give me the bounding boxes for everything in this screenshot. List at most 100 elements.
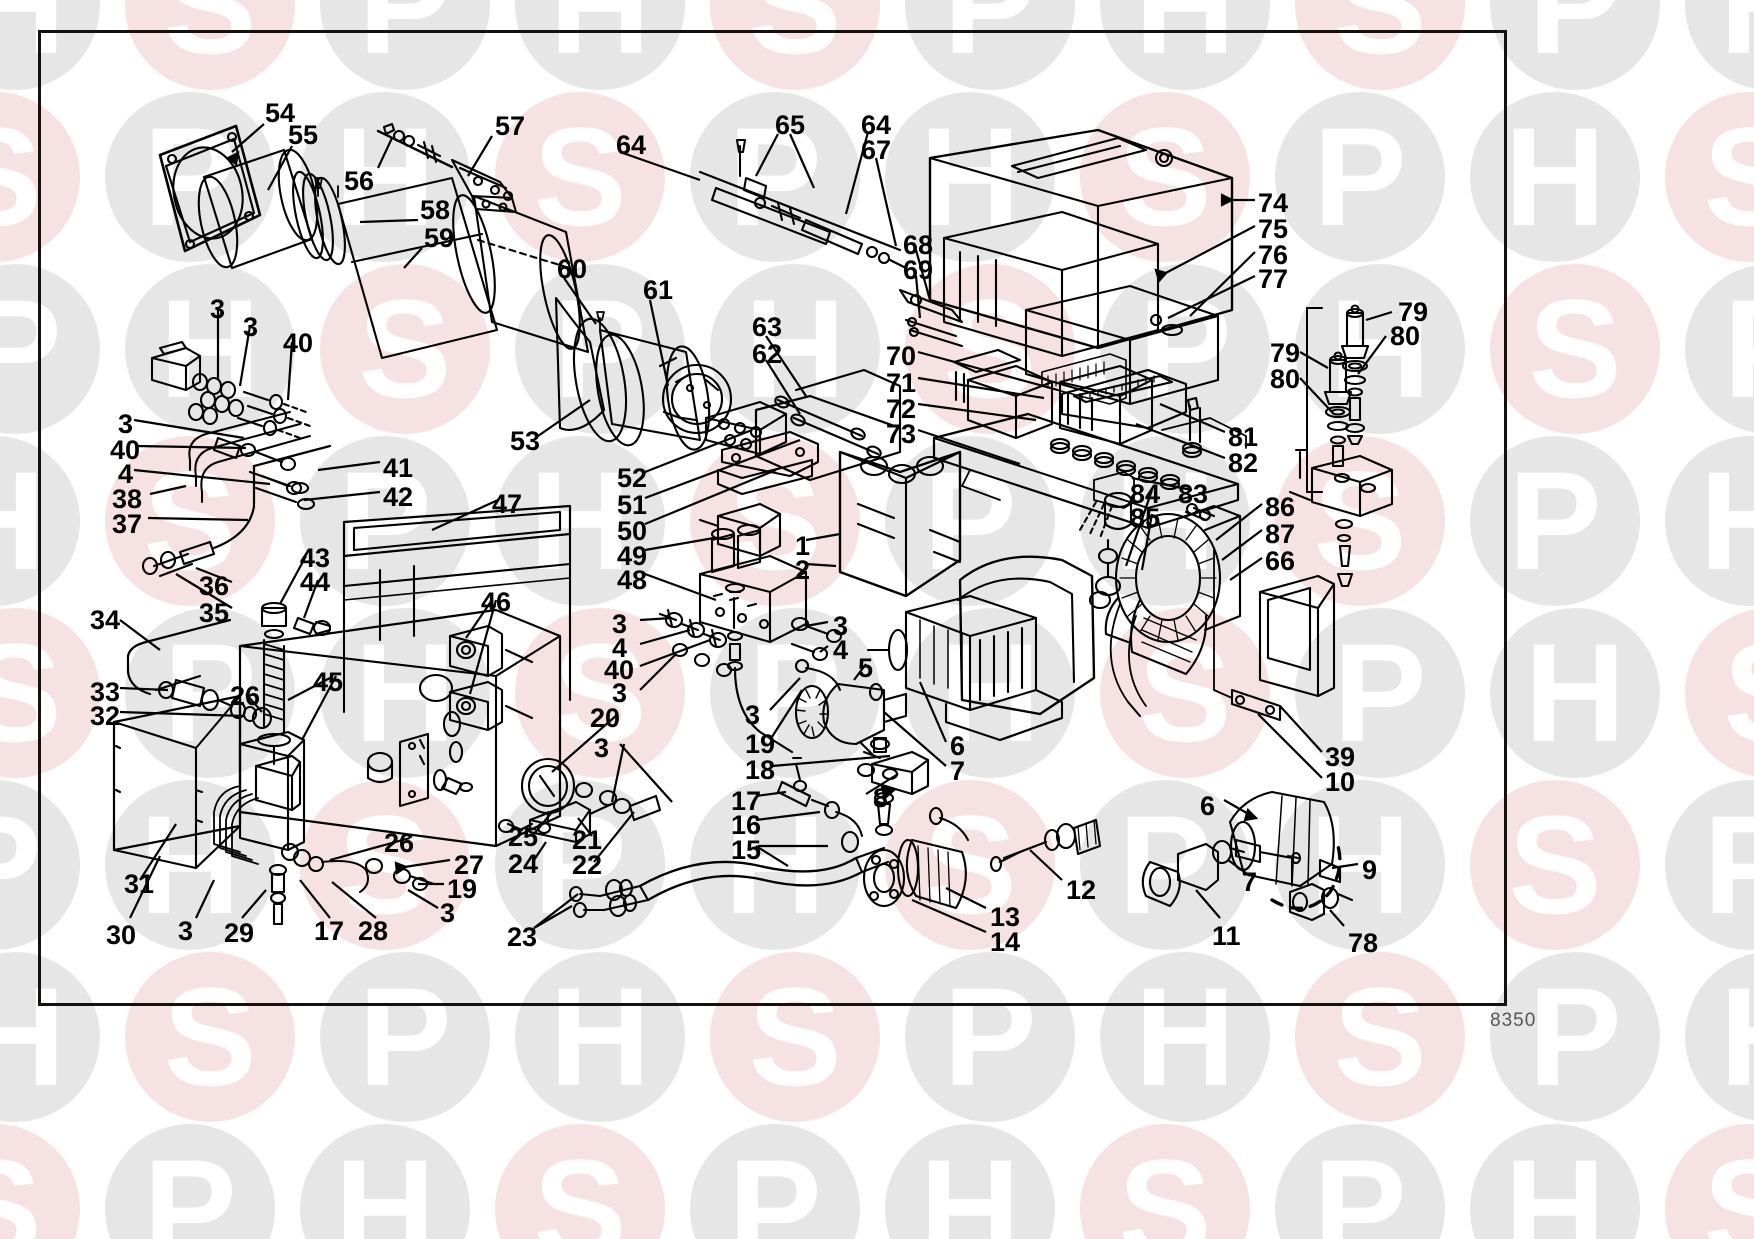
callout-label-31: 31 (124, 869, 155, 899)
callout-label-47: 47 (492, 489, 523, 519)
watermark-letter-s: S (0, 1124, 80, 1239)
callout-label-74: 74 (1258, 188, 1289, 218)
callout-label-9: 9 (1362, 855, 1378, 885)
watermark-letter-h: H (1685, 952, 1754, 1122)
callout-label-42: 42 (383, 482, 414, 512)
callout-label-32: 32 (90, 701, 121, 731)
callout-label-73: 73 (886, 419, 917, 449)
callout-label-3: 3 (745, 700, 761, 730)
callout-label-19: 19 (745, 729, 776, 759)
callout-label-35: 35 (199, 598, 230, 628)
callout-label-37: 37 (112, 509, 143, 539)
callout-label-20: 20 (590, 703, 621, 733)
callout-label-18: 18 (745, 755, 776, 785)
callout-label-52: 52 (617, 463, 648, 493)
callout-label-53: 53 (510, 426, 541, 456)
callout-label-5: 5 (858, 653, 874, 683)
callout-label-25: 25 (508, 822, 539, 852)
callout-label-58: 58 (420, 195, 451, 225)
callout-label-26: 26 (384, 828, 415, 858)
callout-label-45: 45 (313, 667, 344, 697)
callout-label-36: 36 (199, 571, 230, 601)
watermark-letter-h: H (1470, 1124, 1640, 1239)
watermark-letter-p: P (690, 1124, 860, 1239)
callout-label-69: 69 (903, 255, 934, 285)
callout-label-60: 60 (557, 254, 588, 284)
callout-label-48: 48 (617, 565, 648, 595)
watermark-letter-s: S (1685, 608, 1754, 778)
callout-label-2: 2 (795, 555, 811, 585)
callout-label-44: 44 (300, 567, 331, 597)
callout-label-7: 7 (1242, 867, 1258, 897)
callout-label-83: 83 (1178, 479, 1209, 509)
watermark-letter-s: S (1665, 92, 1754, 262)
watermark-letter-s: S (1490, 264, 1660, 434)
callout-label-82: 82 (1228, 448, 1259, 478)
watermark-letter-s: S (495, 1124, 665, 1239)
watermark-letter-h: H (1665, 436, 1754, 606)
callout-label-24: 24 (508, 849, 539, 879)
callout-label-80: 80 (1390, 321, 1421, 351)
callout-label-29: 29 (224, 918, 255, 948)
callout-label-30: 30 (106, 920, 137, 950)
callout-label-11: 11 (1212, 921, 1241, 951)
callout-label-34: 34 (90, 605, 121, 635)
watermark-letter-h: H (1685, 0, 1754, 90)
callout-label-3: 3 (594, 733, 610, 763)
diagram-id: 8350 (1490, 1010, 1537, 1031)
callout-label-59: 59 (424, 223, 455, 253)
callout-label-3: 3 (243, 312, 259, 342)
callout-label-6: 6 (1200, 791, 1216, 821)
callout-label-15: 15 (731, 835, 762, 865)
watermark-letter-h: H (1490, 608, 1660, 778)
callout-label-67: 67 (861, 135, 892, 165)
watermark-letter-h: H (300, 1124, 470, 1239)
callout-label-23: 23 (507, 922, 538, 952)
callout-label-14: 14 (990, 927, 1021, 957)
callout-label-75: 75 (1258, 214, 1289, 244)
callout-label-81: 81 (1228, 422, 1259, 452)
watermark-letter-p: P (1490, 952, 1660, 1122)
watermark-letter-s: S (1080, 1124, 1250, 1239)
callout-label-4: 4 (833, 635, 849, 665)
callout-label-40: 40 (283, 328, 314, 358)
callout-label-3: 3 (210, 294, 226, 324)
callout-label-70: 70 (886, 341, 917, 371)
watermark-letter-s: S (1665, 1124, 1754, 1239)
callout-label-63: 63 (752, 312, 783, 342)
callout-label-55: 55 (288, 120, 319, 150)
callout-label-26: 26 (230, 681, 261, 711)
watermark-letter-p: P (1685, 264, 1754, 434)
callout-label-17: 17 (314, 916, 345, 946)
callout-label-3: 3 (178, 916, 194, 946)
callout-label-66: 66 (1265, 546, 1296, 576)
callout-label-80: 80 (1270, 364, 1301, 394)
callout-label-86: 86 (1265, 492, 1296, 522)
callout-label-3: 3 (440, 898, 456, 928)
callout-label-51: 51 (617, 490, 648, 520)
callout-label-61: 61 (643, 275, 674, 305)
callout-label-85: 85 (1130, 503, 1161, 533)
callout-label-12: 12 (1066, 875, 1097, 905)
callout-label-28: 28 (358, 916, 389, 946)
callout-label-46: 46 (481, 587, 512, 617)
callout-label-62: 62 (752, 339, 783, 369)
watermark-letter-p: P (1490, 0, 1660, 90)
callout-label-79: 79 (1270, 338, 1301, 368)
callout-label-78: 78 (1348, 928, 1379, 958)
watermark-letter-p: P (1275, 1124, 1445, 1239)
callout-label-87: 87 (1265, 519, 1296, 549)
callout-label-8: 8 (873, 783, 889, 813)
callout-label-65: 65 (775, 110, 806, 140)
callout-label-77: 77 (1258, 264, 1289, 294)
callout-label-7: 7 (950, 756, 966, 786)
callout-label-3: 3 (118, 409, 134, 439)
callout-label-64: 64 (616, 130, 647, 160)
callout-label-10: 10 (1325, 767, 1356, 797)
callout-label-57: 57 (495, 111, 526, 141)
watermark-letter-p: P (105, 1124, 275, 1239)
callout-label-71: 71 (886, 368, 917, 398)
callout-label-22: 22 (572, 850, 603, 880)
callout-label-41: 41 (383, 453, 414, 483)
watermark-letter-p: P (1665, 780, 1754, 950)
